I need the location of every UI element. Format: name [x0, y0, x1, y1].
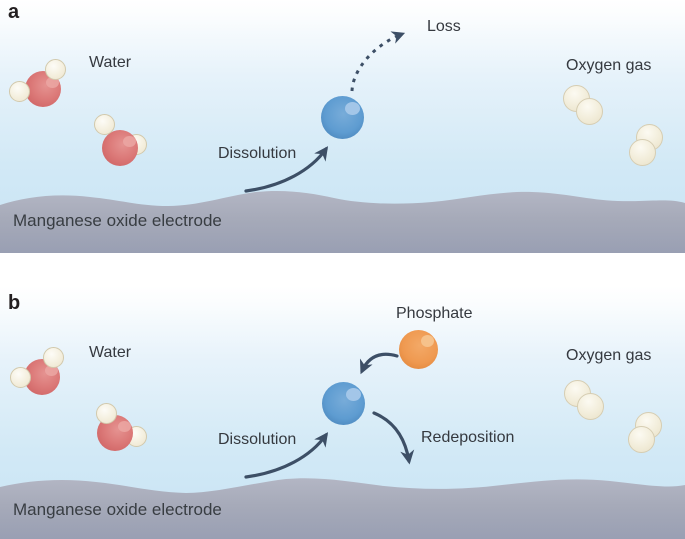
dissolution-label: Dissolution: [218, 431, 297, 448]
panel-a: a Water Dissolution Loss Oxygen gas Mang…: [0, 0, 685, 253]
electrode-label: Manganese oxide electrode: [13, 500, 222, 519]
sphere-highlight: [117, 421, 131, 433]
water-hydrogen-atom: [43, 347, 64, 368]
water-hydrogen-atom: [10, 367, 31, 388]
phosphate-capture-arrow: [359, 352, 399, 375]
dissolved-manganese-sphere: [321, 96, 364, 139]
dissolution-arrow: [244, 146, 329, 193]
sphere-highlight: [421, 335, 435, 348]
sphere-highlight: [122, 136, 136, 148]
oxygen-gas-atom: [577, 393, 604, 420]
water-label: Water: [89, 344, 132, 361]
oxygen-gas-atom: [629, 139, 656, 166]
redeposition-label: Redeposition: [421, 429, 515, 446]
panel-a-drawing-layer: [0, 31, 685, 253]
water-hydrogen-atom: [96, 403, 117, 424]
oxygen-gas-label: Oxygen gas: [566, 57, 652, 74]
loss-label: Loss: [427, 18, 461, 35]
dissolved-manganese-sphere: [322, 382, 365, 425]
water-label: Water: [89, 54, 132, 71]
water-hydrogen-atom: [94, 114, 115, 135]
phosphate-label: Phosphate: [396, 305, 473, 322]
electrode-label: Manganese oxide electrode: [13, 211, 222, 230]
sphere-highlight: [345, 101, 361, 115]
oxygen-gas-label: Oxygen gas: [566, 347, 652, 364]
electrode-surface: [0, 190, 685, 253]
loss-arrow: [350, 31, 406, 92]
water-oxygen-atom: [102, 130, 138, 166]
sphere-highlight: [45, 77, 59, 89]
redeposition-arrow: [372, 411, 415, 465]
panel-a-letter: a: [8, 1, 20, 23]
water-hydrogen-atom: [9, 81, 30, 102]
sphere-highlight: [44, 365, 58, 377]
water-hydrogen-atom: [45, 59, 66, 80]
panel-b-drawing-layer: [0, 352, 685, 539]
panel-b: b Water Phosphate Dissolution Redepositi…: [0, 286, 685, 539]
panel-b-letter: b: [8, 292, 21, 314]
oxygen-gas-atom: [576, 98, 603, 125]
sphere-highlight: [346, 387, 362, 401]
electrode-surface: [0, 478, 685, 539]
dissolution-arrow: [244, 432, 329, 479]
phosphate-sphere: [399, 330, 438, 369]
dissolution-label: Dissolution: [218, 145, 297, 162]
oxygen-gas-atom: [628, 426, 655, 453]
